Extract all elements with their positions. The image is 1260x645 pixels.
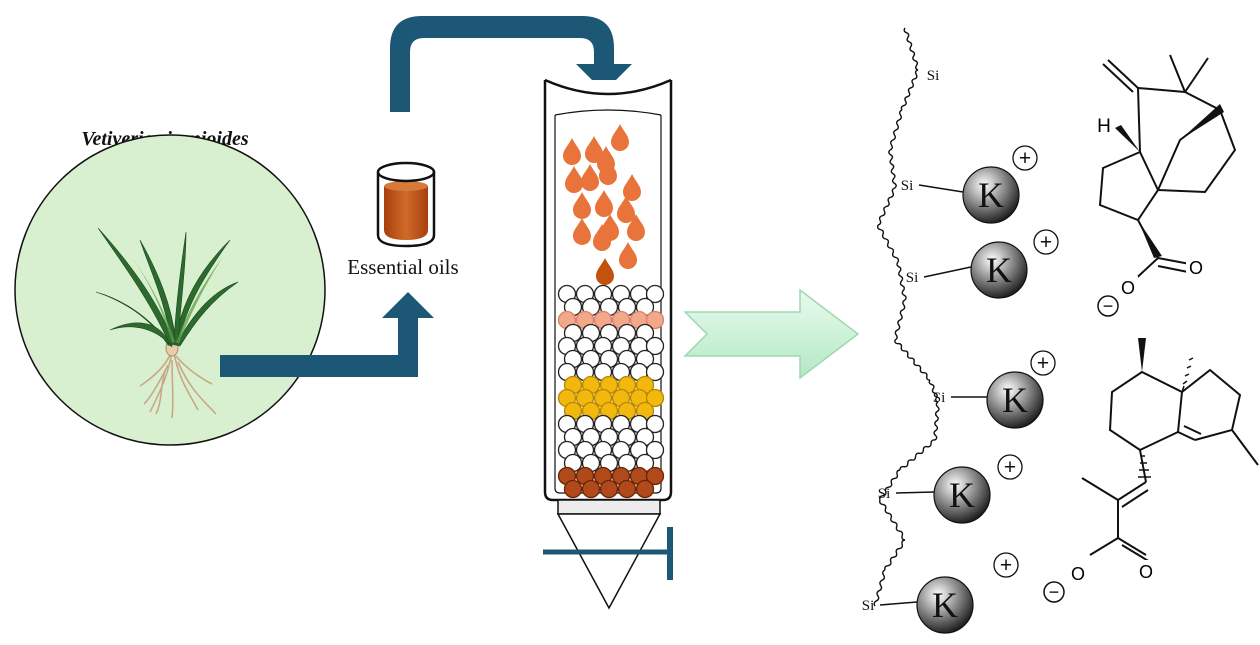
potassium-sphere [970,241,1028,299]
silicon-label: Si [906,270,919,286]
vetiver-plant-icon [95,227,239,419]
hydrogen-label: H [1097,116,1111,137]
oil-drop [595,190,613,217]
oil-drop [599,158,617,185]
positive-charge-sign: + [1037,352,1049,375]
potassium-sphere [962,166,1020,224]
oxygen-label: O [1121,278,1135,298]
potassium-label: K [949,475,975,515]
svg-text:−: − [1103,296,1114,316]
resin-beads [557,284,665,499]
wedge-bond [1138,338,1146,372]
positive-charge-icon [1033,229,1059,255]
oil-drop [581,164,599,191]
molecule-zizanoic-acid [1081,368,1259,563]
potassium-label: K [986,250,1012,290]
potassium-sphere [916,576,974,634]
positive-charge-icon [1012,145,1038,171]
resin-bead [645,388,665,408]
resin-bead [581,479,601,499]
resin-bead [645,466,665,486]
resin-bead [645,284,665,304]
positive-charge-icon [993,552,1019,578]
oil-drop [617,196,635,223]
silicon-label: Si [933,390,946,406]
flow-arrow [683,288,860,380]
oil-drop [573,192,591,219]
oil-drop [593,224,611,251]
polymer-backbone [873,27,940,607]
arrow-to-essential-oils [220,292,434,377]
resin-bead [645,362,665,382]
potassium-label: K [932,585,958,625]
wedge-bond [1138,220,1162,258]
wedge-bond [1180,104,1224,140]
oxygen-label: O [1189,258,1203,278]
hash-bond [1181,357,1194,393]
positive-charge-sign: + [1019,147,1031,170]
oil-drop [573,218,591,245]
oil-drop [611,124,629,151]
hash-bond [1138,455,1151,478]
oxygen-label: O [1139,562,1153,582]
positive-charge-sign: + [1004,456,1016,479]
svg-text:−: − [1049,582,1060,602]
oil-drop [563,138,581,165]
resin-bead [635,479,655,499]
plant-circle [14,134,326,446]
potassium-label: K [978,175,1004,215]
negative-charge-icon: − [1097,295,1119,317]
oil-drop [596,258,614,285]
resin-bead [563,479,583,499]
positive-charge-icon [997,454,1023,480]
resin-bead [645,310,665,330]
oxygen-label: O [1071,564,1085,584]
essential-oils-label: Essential oils [347,255,459,279]
oil-drop [627,214,645,241]
positive-charge-sign: + [1040,231,1052,254]
silicon-label: Si [862,598,875,614]
potassium-sphere [933,466,991,524]
arrow-to-column [390,16,632,112]
oil-drop [623,174,641,201]
essential-oil-jar-icon [376,161,436,248]
resin-bead [599,479,619,499]
silicon-label: Si [901,178,914,194]
potassium-label: K [1002,380,1028,420]
positive-charge-icon [1030,350,1056,376]
positive-charge-sign: + [1000,554,1012,577]
resin-bead [645,414,665,434]
oil-drops [563,124,645,285]
molecule-khusimic-acid [1098,54,1237,285]
silicon-label: Si [927,68,940,84]
oil-drop [619,242,637,269]
resin-bead [617,479,637,499]
potassium-sphere [986,371,1044,429]
oil-drop [565,166,583,193]
resin-bead [645,440,665,460]
silicon-label: Si [878,486,891,502]
wedge-bond [1115,125,1140,152]
negative-charge-icon: − [1043,581,1065,603]
resin-bead [645,336,665,356]
oil-drop [585,136,603,163]
